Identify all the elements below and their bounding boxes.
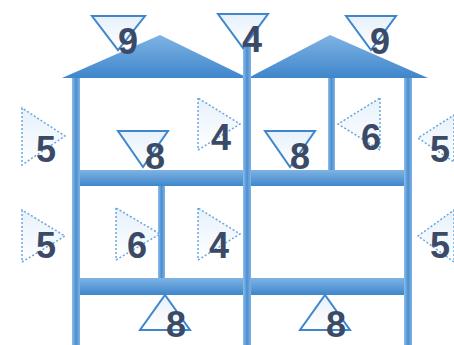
clue-number: 4 — [242, 22, 262, 58]
wall — [243, 45, 251, 345]
floor — [72, 278, 412, 295]
clue-number: 5 — [36, 132, 56, 168]
wall — [72, 78, 80, 345]
roof — [62, 35, 248, 78]
wall — [158, 186, 165, 278]
clue-number: 5 — [430, 228, 450, 264]
clue-number: 9 — [370, 24, 390, 60]
clue-number: 4 — [209, 228, 229, 264]
clue-number: 6 — [127, 228, 147, 264]
clue-number: 8 — [145, 139, 165, 175]
clue-number: 5 — [36, 228, 56, 264]
clue-number: 8 — [290, 139, 310, 175]
clue-number: 6 — [361, 120, 381, 156]
clue-triangles-side — [22, 98, 454, 262]
clue-triangles — [92, 14, 396, 330]
roof — [248, 35, 428, 78]
wall — [404, 78, 412, 345]
wall — [328, 78, 335, 170]
floor — [72, 170, 412, 186]
clue-number: 8 — [166, 307, 186, 343]
clue-number: 9 — [118, 24, 138, 60]
clue-number: 8 — [326, 307, 346, 343]
clue-number: 5 — [430, 132, 450, 168]
clue-number: 4 — [211, 120, 231, 156]
